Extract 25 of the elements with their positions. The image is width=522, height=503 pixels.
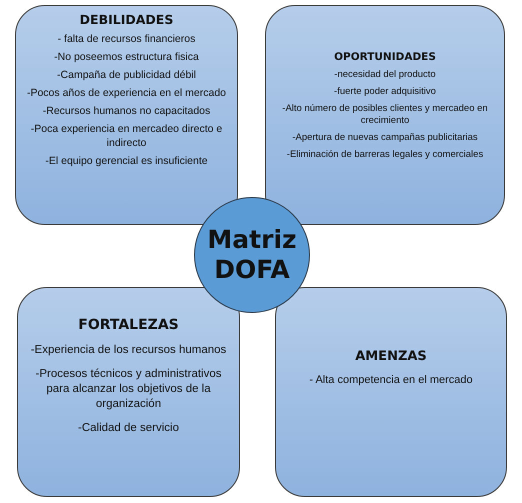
center-title: Matriz DOFA <box>206 225 298 285</box>
list-item: -Eliminación de barreras legales y comerciales <box>286 149 484 161</box>
list-item: -Procesos técnicos y administrativos para alcanzar los objetivos de la organización <box>34 367 222 412</box>
list-item: -necesidad del producto <box>334 69 436 81</box>
list-item: -Campaña de publicidad débil <box>57 68 196 82</box>
list-item: -Experiencia de los recursos humanos <box>30 343 226 358</box>
list-item: - Alta competencia en el mercado <box>309 373 473 387</box>
list-item: -fuerte poder adquisitivo <box>334 86 436 98</box>
section-heading: DEBILIDADES <box>80 12 174 28</box>
list-item: -Recursos humanos no capacitados <box>42 104 210 118</box>
list-item: -Apertura de nuevas campañas publicitarias <box>292 132 478 144</box>
section-heading: AMENZAS <box>355 348 427 365</box>
list-item: -Calidad de servicio <box>78 421 179 436</box>
quadrant-card <box>17 287 240 497</box>
list-item: -No poseemos estructura fisica <box>54 50 199 64</box>
list-item: -Poca experiencia en mercadeo directo e indirecto <box>30 122 224 150</box>
section-heading: FORTALEZAS <box>78 316 179 334</box>
quadrant-card <box>275 287 507 497</box>
list-item: -El equipo gerencial es insuficiente <box>45 154 208 168</box>
section-heading: OPORTUNIDADES <box>334 50 436 64</box>
list-item: -Alto número de posibles clientes y mercadeo en crecimiento <box>281 103 489 127</box>
list-item: - falta de recursos financieros <box>58 32 196 46</box>
quadrant-card <box>15 5 238 225</box>
quadrant-card <box>265 5 505 225</box>
list-item: -Pocos años de experiencia en el mercado <box>26 86 226 100</box>
